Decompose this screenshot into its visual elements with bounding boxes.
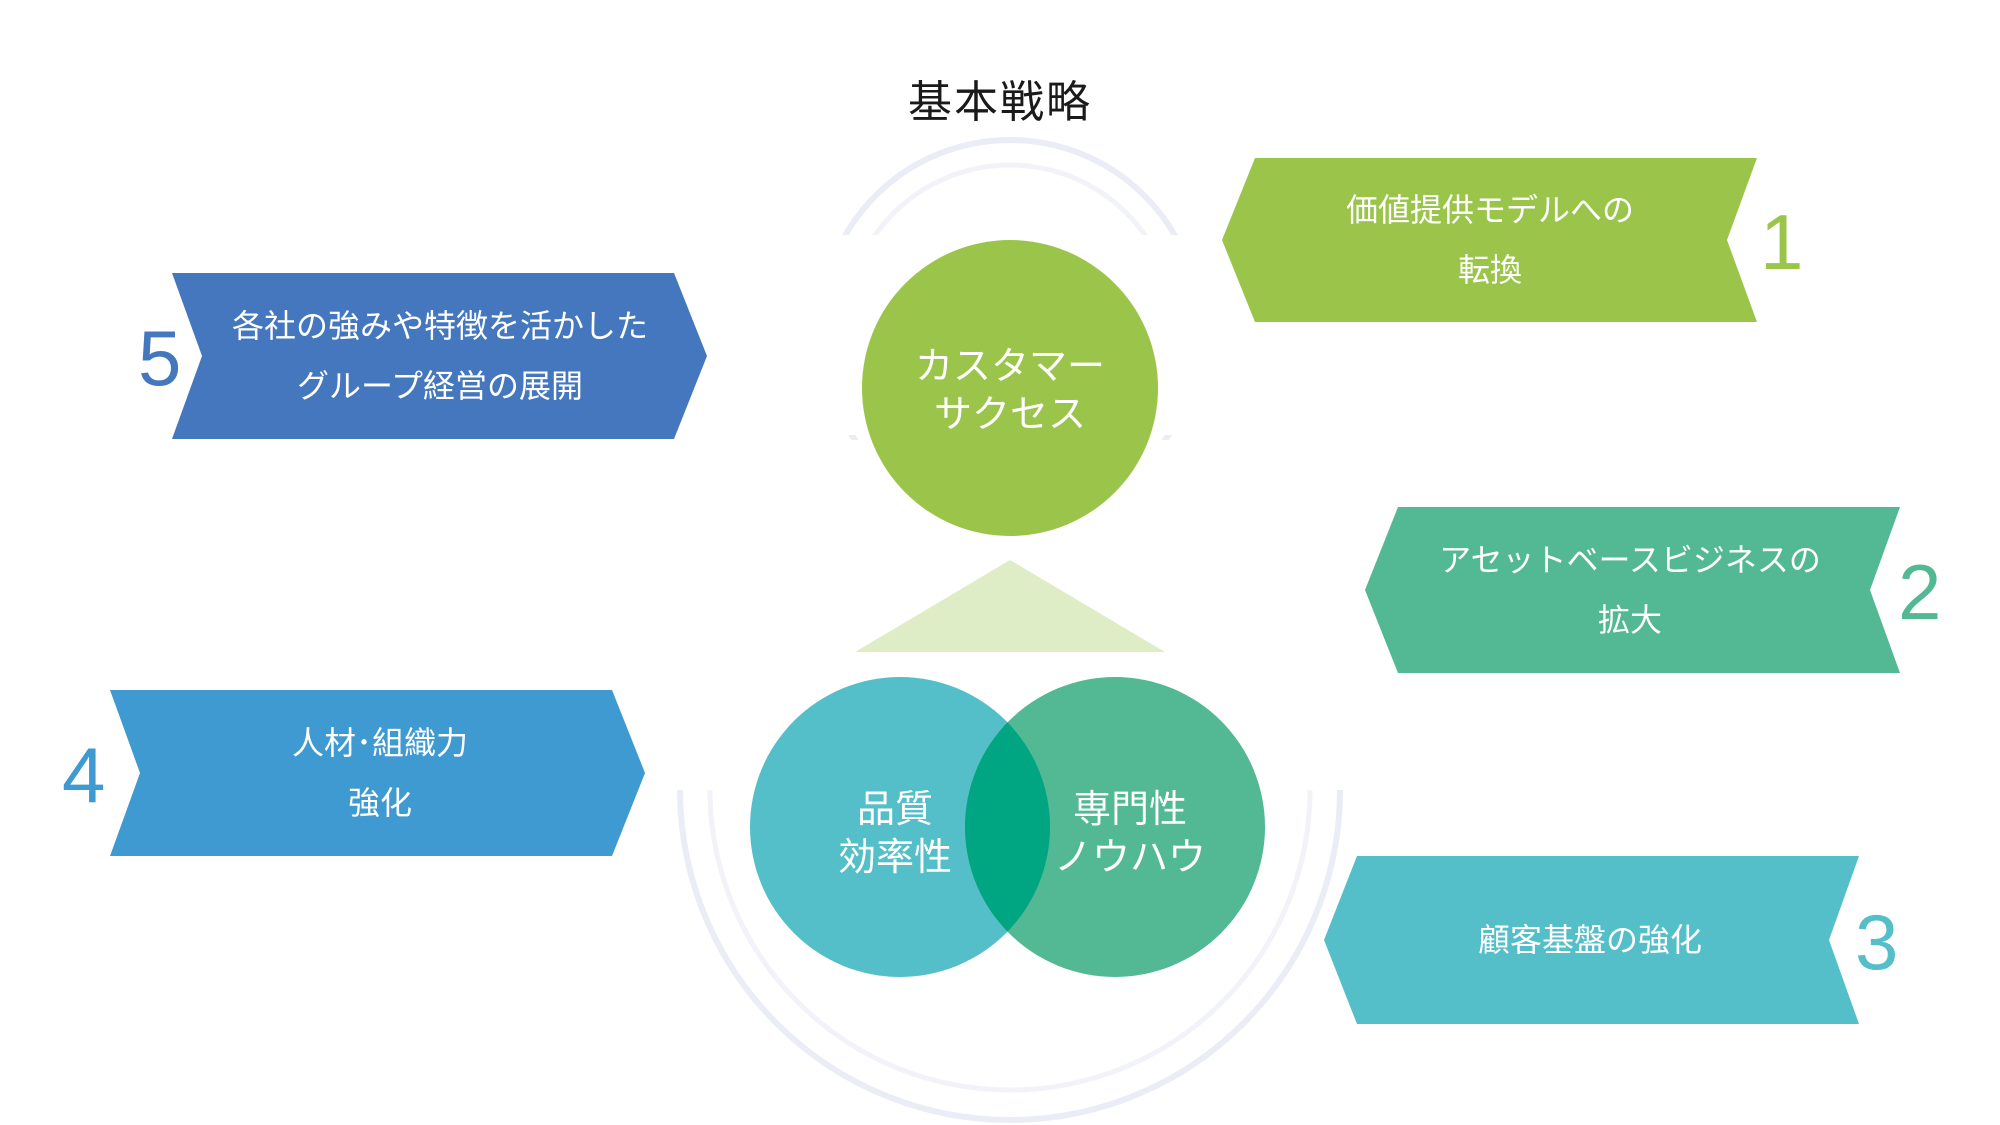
strategy-3-arrow: 顧客基盤の強化	[1360, 856, 1820, 1024]
quality-efficiency-circle	[750, 677, 1050, 977]
strategy-4-line1: 人材･組織力	[291, 724, 468, 762]
strategy-1-line2: 転換	[1457, 251, 1522, 289]
strategy-5-arrow: 各社の強みや特徴を活かした グループ経営の展開	[210, 273, 670, 439]
strategy-4-arrow-shape	[110, 690, 645, 856]
customer-success-line1: カスタマー	[914, 344, 1105, 388]
strategy-5-line1: 各社の強みや特徴を活かした	[231, 307, 648, 345]
customer-success-label: カスタマー サクセス	[862, 335, 1158, 445]
strategy-3-arrow-shape	[1324, 856, 1859, 1024]
strategy-4-number: 4	[62, 731, 106, 819]
strategy-2-arrow: アセットベースビジネスの 拡大	[1400, 507, 1860, 673]
strategy-3-line1: 顧客基盤の強化	[1477, 921, 1702, 959]
diagram-title: 基本戦略	[908, 77, 1092, 128]
strategy-4-line2: 強化	[347, 784, 412, 822]
strategy-5-arrow-shape	[172, 273, 707, 439]
strategy-2-arrow-shape	[1365, 507, 1900, 673]
customer-success-circle	[862, 240, 1158, 536]
strategy-2-line2: 拡大	[1597, 601, 1662, 639]
expertise-knowhow-label: 専門性 ノウハウ	[1030, 778, 1230, 888]
knowhow-line: ノウハウ	[1053, 835, 1206, 879]
customer-success-line2: サクセス	[933, 392, 1086, 436]
pyramid-triangle	[855, 560, 1165, 652]
strategy-2-line1: アセットベースビジネスの	[1439, 541, 1821, 579]
strategy-1-number: 1	[1760, 198, 1804, 286]
strategy-5-line2: グループ経営の展開	[296, 367, 584, 405]
strategy-4-arrow: 人材･組織力 強化	[150, 690, 610, 856]
quality-efficiency-label: 品質 効率性	[800, 778, 990, 888]
strategy-1-arrow: 価値提供モデルへの 転換	[1260, 158, 1720, 322]
strategy-2-number: 2	[1898, 548, 1942, 636]
expertise-knowhow-circle	[965, 677, 1265, 977]
strategy-1-line1: 価値提供モデルへの	[1345, 191, 1634, 229]
expertise-line: 専門性	[1072, 787, 1187, 831]
strategy-1-arrow-shape	[1222, 158, 1757, 322]
efficiency-line: 効率性	[837, 835, 952, 879]
quality-line: 品質	[856, 787, 933, 831]
strategy-5-number: 5	[138, 314, 182, 402]
strategy-3-number: 3	[1855, 898, 1899, 986]
